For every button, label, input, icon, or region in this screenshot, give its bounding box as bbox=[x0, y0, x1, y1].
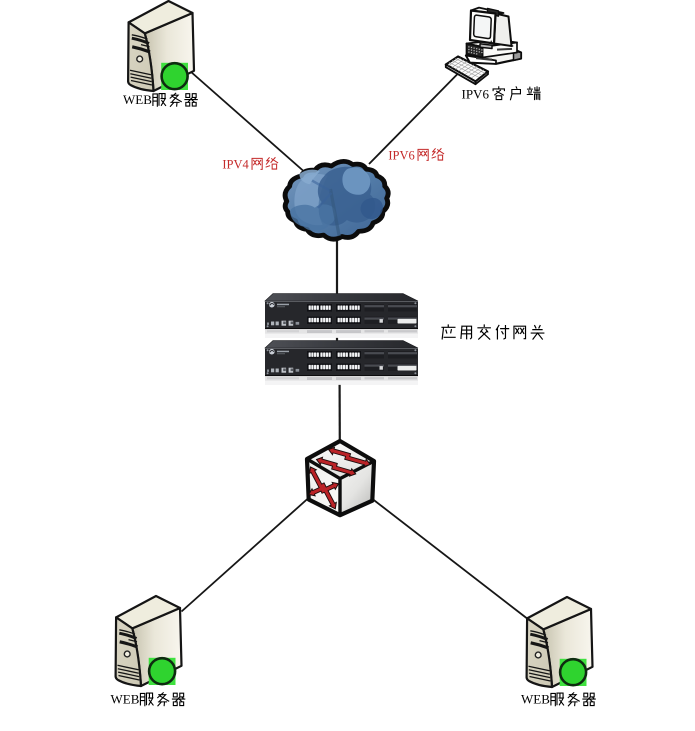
svg-text:IPV6: IPV6 bbox=[462, 87, 490, 102]
svg-text:IPV4: IPV4 bbox=[222, 158, 249, 172]
svg-text:WEB: WEB bbox=[521, 692, 550, 707]
svg-text:IPV6: IPV6 bbox=[388, 149, 414, 163]
svg-text:WEB: WEB bbox=[111, 692, 140, 707]
svg-text:WEB: WEB bbox=[123, 92, 152, 107]
